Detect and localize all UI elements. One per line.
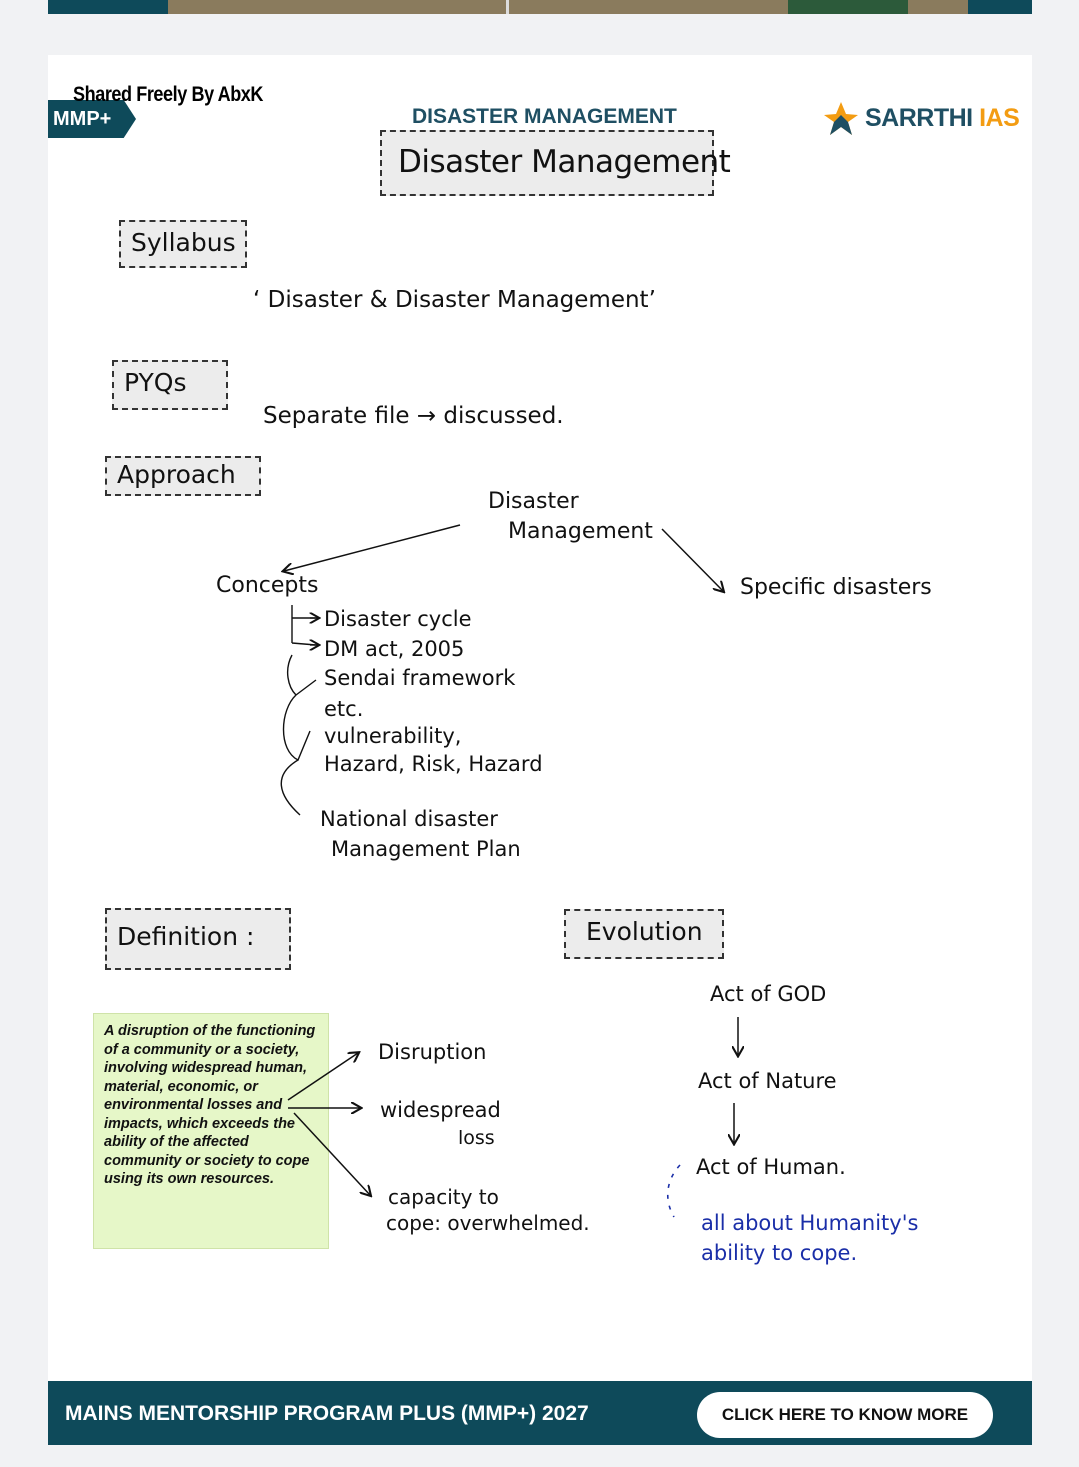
concept-item: Disaster cycle	[324, 607, 472, 631]
brand-name-part2: IAS	[979, 104, 1020, 132]
approach-root-line1: Disaster	[488, 489, 579, 514]
definition-label: Definition :	[117, 922, 255, 951]
top-image-strip	[48, 0, 1032, 14]
concepts-label: Concepts	[216, 573, 319, 598]
arrow-to-concepts	[284, 524, 461, 571]
pyqs-label-box: PYQs	[112, 360, 228, 410]
concept-item: DM act, 2005	[324, 637, 465, 661]
star-logo-icon	[824, 102, 858, 135]
definition-keyword: capacity to	[388, 1185, 499, 1209]
evolution-label: Evolution	[586, 917, 703, 946]
syllabus-label: Syllabus	[131, 228, 236, 257]
arrow-to-capacity	[293, 1112, 370, 1195]
arrow-to-specific	[661, 528, 723, 591]
pyqs-text: Separate file → discussed.	[263, 403, 564, 429]
ndmp-line2: Management Plan	[331, 837, 521, 861]
blue-dashed-bracket	[667, 1164, 681, 1218]
specific-disasters-label: Specific disasters	[740, 575, 932, 600]
pyqs-label: PYQs	[124, 368, 187, 397]
image-band-green	[788, 0, 908, 14]
note-title: Disaster Management	[398, 144, 731, 180]
definition-keyword: Disruption	[378, 1040, 487, 1064]
definition-keyword: widespread	[380, 1098, 501, 1122]
handdrawn-arrows	[48, 524, 1032, 1218]
syllabus-text: ‘ Disaster & Disaster Management’	[253, 287, 656, 313]
shared-by-label: Shared Freely By AbxK	[73, 83, 264, 106]
approach-label: Approach	[117, 460, 236, 489]
evolution-label-box: Evolution	[564, 909, 724, 959]
syllabus-label-box: Syllabus	[119, 220, 247, 268]
brand-name: SARRTHI IAS	[865, 104, 1020, 133]
note-page: MMP+ Shared Freely By AbxK DISASTER MANA…	[48, 55, 1032, 1445]
definition-keyword: loss	[458, 1127, 495, 1149]
concepts-brace	[280, 605, 317, 816]
definition-label-box: Definition :	[105, 908, 291, 970]
program-tag: MMP+	[48, 100, 136, 138]
concept-item: Hazard, Risk, Hazard	[324, 752, 543, 776]
brand-name-part1: SARRTHI	[865, 104, 973, 132]
ndmp-line1: National disaster	[320, 807, 498, 831]
definition-keyword: cope: overwhelmed.	[386, 1211, 590, 1235]
know-more-button[interactable]: CLICK HERE TO KNOW MORE	[697, 1392, 993, 1438]
concept-item: etc.	[324, 697, 364, 721]
evolution-step: Act of Human.	[696, 1155, 846, 1179]
concept-item: vulnerability,	[324, 724, 462, 748]
evolution-note-line2: ability to cope.	[701, 1241, 858, 1265]
concept-item: Sendai framework	[324, 666, 516, 690]
evolution-step: Act of GOD	[710, 982, 827, 1006]
footer-banner: MAINS MENTORSHIP PROGRAM PLUS (MMP+) 202…	[48, 1381, 1032, 1445]
title-box: Disaster Management	[380, 130, 731, 196]
image-band	[168, 0, 968, 14]
evolution-note-line1: all about Humanity's	[701, 1211, 919, 1235]
arrow-to-disruption	[287, 1053, 358, 1101]
subject-heading: DISASTER MANAGEMENT	[412, 105, 677, 128]
definition-text: A disruption of the functioning of a com…	[93, 1013, 329, 1249]
image-band-tick	[506, 0, 509, 14]
evolution-step: Act of Nature	[698, 1069, 837, 1093]
footer-program-title: MAINS MENTORSHIP PROGRAM PLUS (MMP+) 202…	[65, 1402, 589, 1425]
approach-root-line2: Management	[508, 519, 653, 544]
approach-label-box: Approach	[105, 456, 261, 496]
